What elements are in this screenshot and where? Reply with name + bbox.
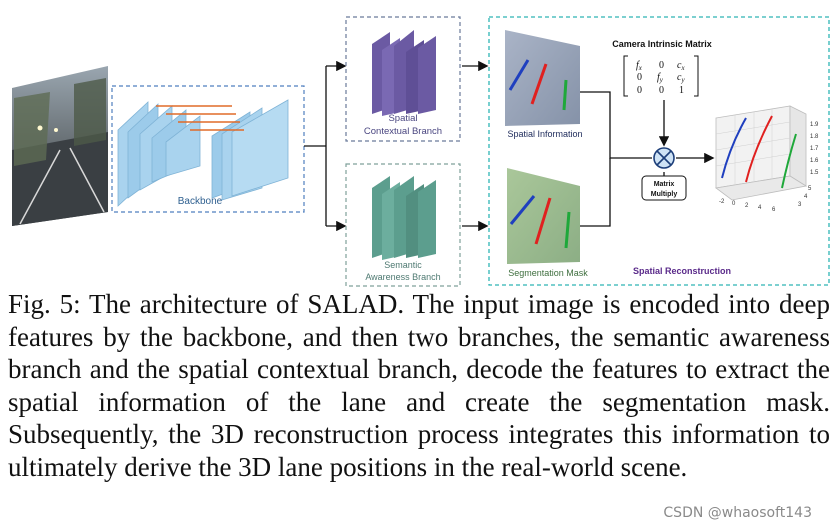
spatial-information-label: Spatial Information	[507, 129, 582, 139]
svg-text:4: 4	[758, 205, 762, 211]
watermark: CSDN @whaosoft143	[663, 505, 812, 521]
spatial-information-panel	[505, 30, 580, 126]
svg-text:-2: -2	[719, 199, 725, 205]
svg-text:1: 1	[679, 85, 684, 96]
svg-text:1.5: 1.5	[810, 170, 819, 176]
figure-caption: Fig. 5: The architecture of SALAD. The i…	[8, 289, 830, 482]
svg-text:3: 3	[798, 202, 802, 208]
backbone-label: Backbone	[178, 196, 223, 207]
svg-text:6: 6	[772, 207, 776, 213]
segmentation-mask-panel	[507, 168, 580, 264]
svg-text:0: 0	[659, 85, 664, 96]
backbone-frame	[111, 85, 305, 213]
backbone-layers	[117, 99, 289, 207]
input-road-image	[12, 66, 108, 226]
branch-output-arrows	[462, 60, 489, 232]
svg-text:0: 0	[732, 201, 736, 207]
svg-text:cy: cy	[677, 72, 685, 84]
svg-text:1.7: 1.7	[810, 146, 819, 152]
svg-text:0: 0	[637, 72, 642, 83]
plot-y-ticks: 5 4 3	[798, 186, 812, 208]
reconstruction-frame	[488, 16, 830, 286]
spatial-branch-frame	[345, 16, 461, 142]
segmentation-mask-label: Segmentation Mask	[508, 268, 588, 278]
multiply-icon	[653, 147, 675, 169]
svg-text:1.9: 1.9	[810, 122, 819, 128]
skip-connection-arrows	[156, 105, 244, 131]
svg-text:0: 0	[659, 60, 664, 71]
camera-matrix-title: Camera Intrinsic Matrix	[612, 39, 712, 49]
plot-z-ticks: 1.9 1.8 1.7 1.6 1.5	[810, 122, 819, 176]
svg-text:5: 5	[808, 186, 812, 192]
spatial-reconstruction-label: Spatial Reconstruction	[633, 266, 731, 276]
split-arrows	[304, 60, 347, 232]
semantic-branch-label-line2: Awareness Branch	[365, 272, 440, 282]
svg-text:fx: fx	[636, 60, 643, 72]
svg-text:1.6: 1.6	[810, 158, 819, 164]
spatial-branch-label-line1: Spatial	[388, 113, 417, 124]
svg-text:cx: cx	[677, 60, 685, 72]
camera-intrinsic-matrix: fx 0 cx 0 fy cy 0 0 1	[623, 55, 699, 97]
matrix-multiply-label-line2: Multiply	[651, 191, 678, 198]
3d-lane-plot	[715, 105, 808, 201]
svg-text:4: 4	[804, 194, 808, 200]
semantic-branch-label-line1: Semantic	[384, 260, 422, 270]
matrix-multiply-label-line1: Matrix	[654, 181, 675, 188]
svg-text:fy: fy	[657, 72, 664, 84]
fusion-lines	[580, 91, 715, 227]
semantic-branch-frame	[345, 163, 461, 287]
spatial-branch-layers	[372, 30, 436, 116]
plot-x-ticks: -2 0 2 4 6	[719, 199, 776, 213]
svg-text:1.8: 1.8	[810, 134, 819, 140]
spatial-branch-label-line2: Contextual Branch	[364, 126, 442, 137]
svg-text:2: 2	[745, 203, 749, 209]
architecture-diagram: Backbone Spatial Contextual Branch Seman…	[12, 16, 830, 287]
semantic-branch-layers	[372, 176, 436, 260]
matrix-multiply-box	[641, 175, 687, 201]
svg-text:0: 0	[637, 85, 642, 96]
